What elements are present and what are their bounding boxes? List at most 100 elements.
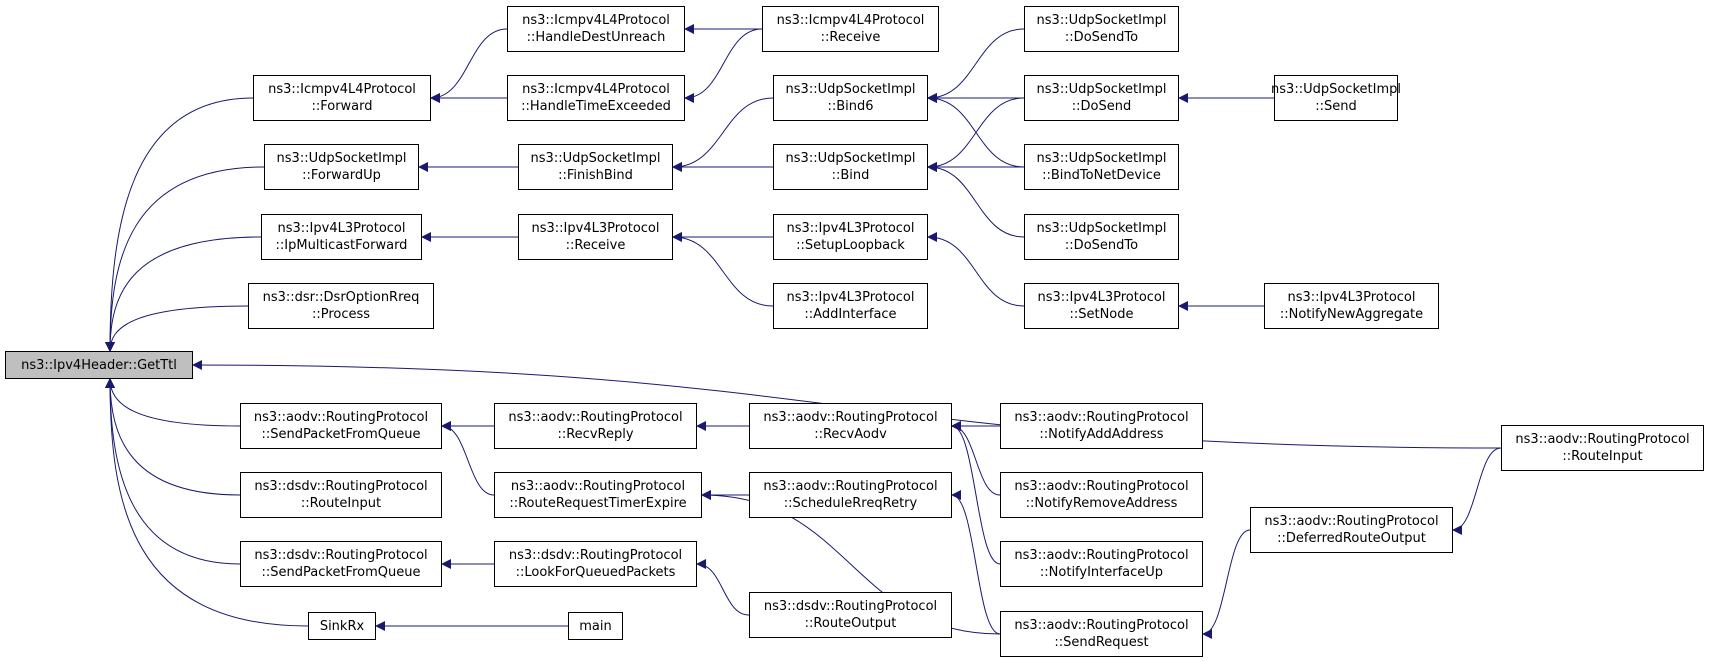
node-label-line: ::FinishBind (558, 168, 633, 183)
graph-node[interactable]: main (568, 612, 623, 640)
node-label-line: ::RouteInput (300, 496, 382, 511)
node-label-line: ns3::Ipv4L3Protocol (786, 221, 915, 236)
node-label-line: ::RouteRequestTimerExpire (509, 496, 687, 511)
graph-root-node: ns3::Ipv4Header::GetTtl (5, 351, 193, 379)
node-label-line: ns3::aodv::RoutingProtocol (253, 410, 429, 425)
graph-node[interactable]: ns3::Icmpv4L4Protocol::Receive (762, 6, 939, 52)
node-label-line: ns3::Ipv4L3Protocol (1037, 290, 1166, 305)
node-label-line: ns3::UdpSocketImpl (785, 151, 916, 166)
node-label-line: ns3::dsdv::RoutingProtocol (254, 548, 428, 563)
graph-node[interactable]: ns3::dsdv::RoutingProtocol::LookForQueue… (494, 541, 697, 587)
node-label-line: ns3::Ipv4L3Protocol (786, 290, 915, 305)
call-edge (951, 421, 1001, 565)
node-label-line: ::RecvReply (557, 427, 634, 442)
graph-node[interactable]: ns3::aodv::RoutingProtocol::ScheduleRreq… (749, 472, 952, 518)
call-edge (105, 305, 249, 352)
graph-node[interactable]: ns3::Ipv4L3Protocol::SetupLoopback (773, 214, 928, 260)
call-edge (927, 28, 1025, 103)
graph-node[interactable]: ns3::aodv::RoutingProtocol::SendPacketFr… (240, 403, 442, 449)
call-edge (430, 28, 508, 103)
node-label-line: ::AddInterface (804, 307, 897, 322)
node-label-line: ns3::aodv::RoutingProtocol (763, 410, 938, 425)
graph-node[interactable]: ns3::aodv::RoutingProtocol::RouteInput (1501, 425, 1704, 471)
graph-node[interactable]: ns3::Ipv4L3Protocol::NotifyNewAggregate (1264, 283, 1439, 329)
node-label-line: ns3::Icmpv4L4Protocol (522, 13, 670, 28)
node-label-line: ::DoSendTo (1064, 238, 1139, 253)
node-label-line: ns3::UdpSocketImpl (1036, 221, 1167, 236)
graph-node[interactable]: ns3::aodv::RoutingProtocol::NotifyAddAdd… (1000, 403, 1203, 449)
graph-node[interactable]: ns3::aodv::RoutingProtocol::RecvAodv (749, 403, 952, 449)
graph-node[interactable]: ns3::UdpSocketImpl::Send (1271, 75, 1401, 121)
node-label-line: ::Receive (565, 238, 626, 253)
node-label-line: ::RecvAodv (814, 427, 887, 442)
graph-node[interactable]: ns3::UdpSocketImpl::FinishBind (518, 144, 673, 190)
graph-node[interactable]: ns3::UdpSocketImpl::DoSend (1024, 75, 1179, 121)
node-label-line: ::SetNode (1069, 307, 1134, 322)
node-label-line: ::RouteOutput (804, 616, 897, 631)
graph-node[interactable]: ns3::Ipv4L3Protocol::Receive (518, 214, 673, 260)
graph-node[interactable]: ns3::aodv::RoutingProtocol::NotifyInterf… (1000, 541, 1203, 587)
node-label-line: ns3::Icmpv4L4Protocol (776, 13, 925, 28)
call-edge (696, 559, 750, 616)
graph-node[interactable]: ns3::Icmpv4L4Protocol::HandleTimeExceede… (507, 75, 685, 121)
graph-node[interactable]: ns3::UdpSocketImpl::ForwardUp (264, 144, 419, 190)
node-label-line: ::SetupLoopback (796, 238, 905, 253)
graph-node[interactable]: ns3::aodv::RoutingProtocol::DeferredRout… (1250, 507, 1453, 553)
node-label-line: ::IpMulticastForward (275, 238, 408, 253)
node-label-line: ::NotifyAddAddress (1039, 427, 1164, 442)
graph-node[interactable]: ns3::UdpSocketImpl::DoSendTo (1024, 6, 1179, 52)
node-label-line: ::NotifyInterfaceUp (1039, 565, 1164, 580)
graph-node[interactable]: ns3::UdpSocketImpl::BindToNetDevice (1024, 144, 1179, 190)
node-label-line: ::SendRequest (1054, 635, 1149, 650)
graph-node[interactable]: ns3::aodv::RoutingProtocol::SendRequest (1000, 611, 1203, 657)
node-label-line: ns3::dsr::DsrOptionRreq (262, 290, 420, 305)
node-label-line: ns3::UdpSocketImpl (785, 82, 916, 97)
graph-node[interactable]: ns3::dsr::DsrOptionRreq::Process (248, 283, 434, 329)
call-edge (684, 28, 763, 103)
graph-node[interactable]: SinkRx (308, 612, 376, 640)
node-label-line: ns3::dsdv::RoutingProtocol (254, 479, 428, 494)
call-edge (672, 97, 774, 172)
node-label-line: ::RouteInput (1562, 449, 1643, 464)
graph-node[interactable]: ns3::aodv::RoutingProtocol::NotifyRemove… (1000, 472, 1203, 518)
graph-node[interactable]: ns3::dsdv::RoutingProtocol::RouteOutput (749, 592, 952, 638)
graph-node[interactable]: ns3::Ipv4L3Protocol::AddInterface (773, 283, 928, 329)
node-label-line: ns3::UdpSocketImpl (1036, 13, 1167, 28)
node-label-line: main (579, 618, 612, 634)
node-label-line: ns3::Ipv4Header::GetTtl (21, 357, 177, 373)
node-label-line: ::ForwardUp (302, 168, 381, 183)
call-edge (672, 232, 774, 307)
graph-node[interactable]: ns3::Icmpv4L4Protocol::HandleDestUnreach (507, 6, 685, 52)
node-label-line: ns3::aodv::RoutingProtocol (1014, 410, 1189, 425)
graph-node[interactable]: ns3::Icmpv4L4Protocol::Forward (253, 75, 431, 121)
graph-node[interactable]: ns3::dsdv::RoutingProtocol::RouteInput (240, 472, 442, 518)
call-edge (1202, 529, 1251, 639)
node-label-line: ns3::Ipv4L3Protocol (1287, 290, 1416, 305)
call-edge (441, 421, 495, 496)
graph-node[interactable]: ns3::Ipv4L3Protocol::IpMulticastForward (261, 214, 422, 260)
node-label-line: ns3::UdpSocketImpl (530, 151, 661, 166)
graph-node[interactable]: ns3::aodv::RoutingProtocol::RecvReply (494, 403, 697, 449)
graph-node[interactable]: ns3::UdpSocketImpl::Bind6 (773, 75, 928, 121)
call-edge (951, 490, 1001, 635)
node-label-line: ::SendPacketFromQueue (261, 565, 421, 580)
node-label-line: ::LookForQueuedPackets (515, 565, 676, 580)
call-edge (927, 232, 1025, 307)
call-edge (105, 97, 254, 352)
graph-node[interactable]: ns3::UdpSocketImpl::Bind (773, 144, 928, 190)
node-label-line: SinkRx (319, 618, 365, 634)
call-edge (105, 378, 241, 427)
node-label-line: ns3::aodv::RoutingProtocol (763, 479, 938, 494)
node-label-line: ::SendPacketFromQueue (261, 427, 421, 442)
node-label-line: ns3::aodv::RoutingProtocol (1014, 618, 1189, 633)
call-edge (105, 378, 241, 496)
node-label-line: ns3::Ipv4L3Protocol (531, 221, 660, 236)
node-label-line: ns3::aodv::RoutingProtocol (510, 479, 686, 494)
node-label-line: ns3::aodv::RoutingProtocol (1014, 548, 1189, 563)
graph-node[interactable]: ns3::Ipv4L3Protocol::SetNode (1024, 283, 1179, 329)
node-label-line: ns3::dsdv::RoutingProtocol (763, 599, 938, 614)
node-label-line: ns3::dsdv::RoutingProtocol (508, 548, 683, 563)
graph-node[interactable]: ns3::UdpSocketImpl::DoSendTo (1024, 214, 1179, 260)
graph-node[interactable]: ns3::aodv::RoutingProtocol::RouteRequest… (494, 472, 702, 518)
graph-node[interactable]: ns3::dsdv::RoutingProtocol::SendPacketFr… (240, 541, 442, 587)
